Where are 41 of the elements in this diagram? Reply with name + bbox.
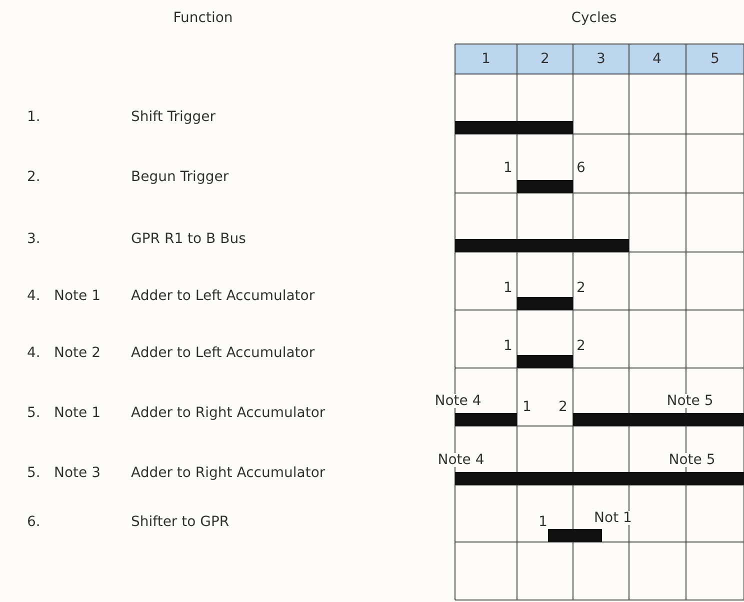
note-reference: Note 4 xyxy=(434,394,482,408)
timing-mark: 2 xyxy=(576,281,586,295)
function-name: Shifter to GPR xyxy=(130,515,230,529)
step-number: 4. xyxy=(26,346,42,360)
timing-mark: 1 xyxy=(502,161,514,175)
function-name: Adder to Left Accumulator xyxy=(130,289,316,303)
note-reference: Note 1 xyxy=(53,406,102,420)
note-reference: Note 5 xyxy=(666,394,714,408)
note-reference: Note 4 xyxy=(436,453,486,467)
timing-mark: Not 1 xyxy=(593,511,633,525)
cycle-number: 4 xyxy=(652,52,662,66)
step-number: 1. xyxy=(26,110,42,124)
cycle-number: 1 xyxy=(480,52,492,66)
timing-mark: 6 xyxy=(576,161,586,175)
timing-mark: 1 xyxy=(502,339,514,353)
note-reference: Note 2 xyxy=(53,346,102,360)
column-heading: Cycles xyxy=(570,11,618,25)
step-number: 5. xyxy=(26,466,42,480)
timing-mark: 1 xyxy=(538,515,548,529)
function-name: GPR R1 to B Bus xyxy=(130,232,247,246)
step-number: 4. xyxy=(26,289,42,303)
step-number: 5. xyxy=(26,406,42,420)
cycle-number: 5 xyxy=(710,52,720,66)
timing-mark: 1 xyxy=(502,281,514,295)
note-reference: Note 1 xyxy=(53,289,102,303)
note-reference: Note 3 xyxy=(53,466,102,480)
column-heading: Function xyxy=(172,11,234,25)
timing-mark: 2 xyxy=(576,339,586,353)
function-name: Adder to Right Accumulator xyxy=(130,406,326,420)
timing-mark: 1 xyxy=(522,400,532,414)
timing-mark: 2 xyxy=(558,400,568,414)
function-name: Begun Trigger xyxy=(130,170,230,184)
function-name: Adder to Left Accumulator xyxy=(130,346,316,360)
note-reference: Note 5 xyxy=(668,453,716,467)
step-number: 2. xyxy=(26,170,42,184)
cycle-number: 2 xyxy=(540,52,550,66)
cycle-number: 3 xyxy=(596,52,606,66)
step-number: 6. xyxy=(26,515,42,529)
function-name: Shift Trigger xyxy=(130,110,217,124)
step-number: 3. xyxy=(26,232,42,246)
function-name: Adder to Right Accumulator xyxy=(130,466,326,480)
